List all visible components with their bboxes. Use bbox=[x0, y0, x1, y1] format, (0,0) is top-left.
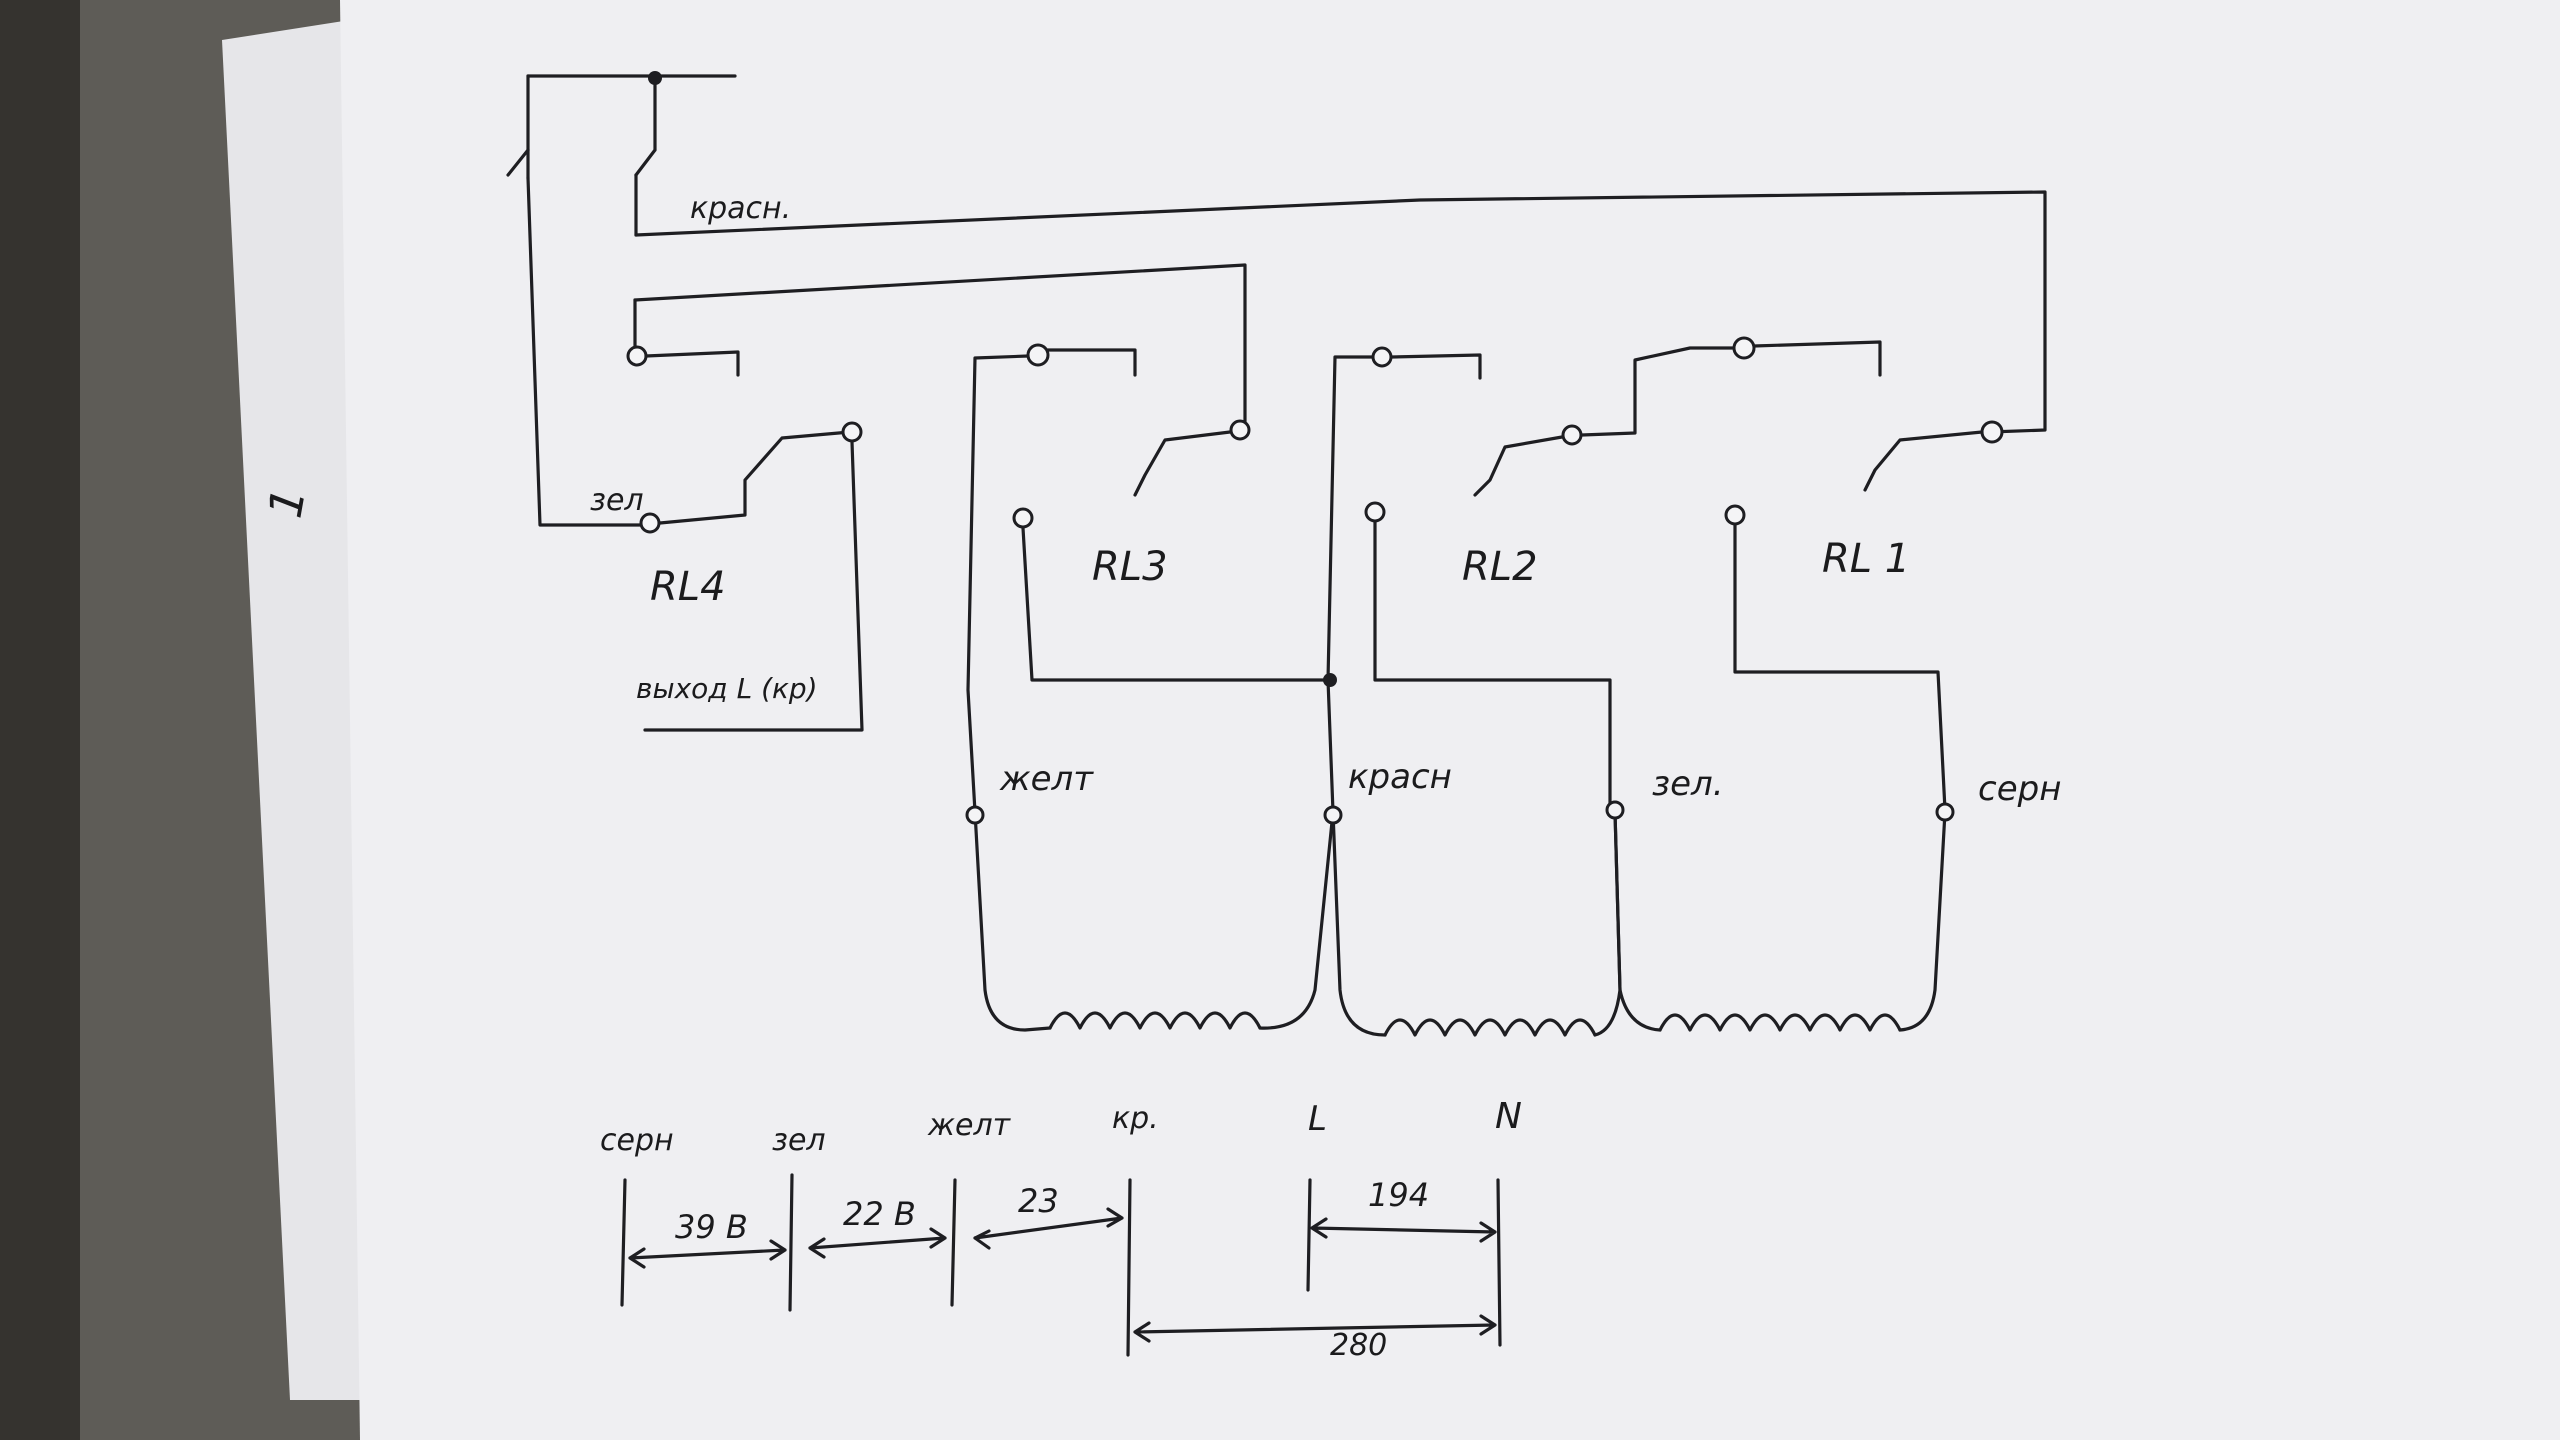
tap-grey bbox=[1935, 802, 1955, 822]
label-output: выход L (кр) bbox=[636, 672, 818, 705]
measure-terminal-grey: серн bbox=[600, 1123, 674, 1158]
label-tap-grey: серн bbox=[1978, 769, 2061, 809]
wire-top-red bbox=[634, 190, 2047, 434]
voltage-green-yellow: 22 В bbox=[843, 1195, 916, 1233]
label-top-red: красн. bbox=[690, 191, 791, 226]
relay-label-rl3: RL3 bbox=[1092, 544, 1168, 590]
measure-terminal-l: L bbox=[1308, 1099, 1327, 1139]
measure-terminal-n: N bbox=[1495, 1096, 1522, 1137]
voltage-yellow-red: 23 bbox=[1018, 1182, 1059, 1220]
relay-label-rl2: RL2 bbox=[1462, 544, 1538, 590]
desk-shadow bbox=[0, 0, 80, 1440]
wire-left-green bbox=[526, 176, 652, 527]
measure-terminal-red: кр. bbox=[1112, 1101, 1159, 1136]
measurement-table: серн зел желт кр. L N 39 В 22 В 23 194 2… bbox=[600, 1096, 1522, 1363]
label-tap-yellow: желт bbox=[999, 759, 1094, 799]
label-rl4-green: зел bbox=[590, 483, 644, 518]
tap-red bbox=[1323, 805, 1343, 825]
voltage-grey-green: 39 В bbox=[675, 1208, 748, 1246]
measure-terminal-green: зел bbox=[772, 1123, 826, 1158]
paper-sheet bbox=[340, 0, 2560, 1440]
relay-label-rl1: RL 1 bbox=[1822, 536, 1910, 582]
label-tap-red: красн bbox=[1348, 757, 1452, 797]
transformer-winding bbox=[973, 810, 1947, 1037]
tap-green bbox=[1605, 800, 1625, 820]
measure-terminal-yellow: желт bbox=[927, 1108, 1012, 1143]
relay-label-rl4: RL4 bbox=[650, 564, 726, 610]
label-tap-green: зел. bbox=[1652, 764, 1724, 804]
tap-yellow bbox=[965, 805, 985, 825]
voltage-l-n: 194 bbox=[1368, 1176, 1429, 1214]
relay-rl1 bbox=[1724, 420, 2004, 812]
relay-rl4 bbox=[626, 263, 1247, 732]
voltage-red-n: 280 bbox=[1330, 1328, 1387, 1363]
relay-rl2 bbox=[1323, 336, 1882, 814]
relay-rl3 bbox=[966, 343, 1332, 814]
top-switch-pair bbox=[506, 71, 737, 237]
